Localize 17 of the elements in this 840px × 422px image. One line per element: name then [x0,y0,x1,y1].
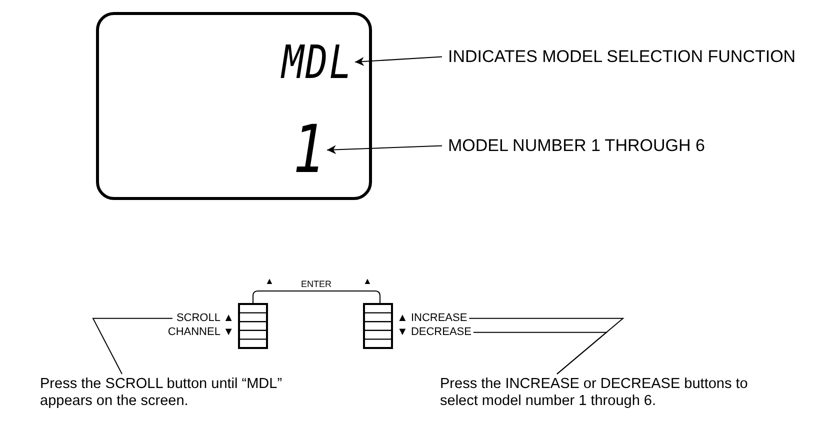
leader-line [472,332,608,374]
rocker-switch [363,303,393,349]
lcd-screen [96,12,372,200]
callout-text: INDICATES MODEL SELECTION FUNCTION [448,47,796,67]
button-label: SCROLL ▲ [176,312,234,325]
button-label: CHANNEL ▼ [168,326,234,339]
display-readout: 1 [293,115,325,185]
button-label: ▼ DECREASE [397,326,472,339]
instruction-text: Press the INCREASE or DECREASE buttons to select model number 1 through 6. [440,376,780,410]
callout-text: MODEL NUMBER 1 THROUGH 6 [448,136,705,156]
instruction-text: Press the SCROLL button until “MDL” appears on the screen. [40,376,290,410]
display-readout: MDL [266,37,353,87]
arrow [354,56,442,66]
rocker-switch [238,303,268,349]
button-label: ▲ INCREASE [397,312,468,325]
arrow [326,145,442,154]
leader-line [92,318,173,374]
